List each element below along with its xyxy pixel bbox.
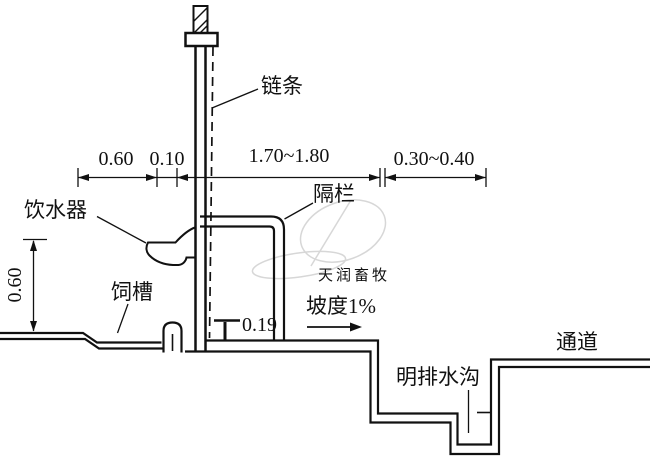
- slope-label: 坡度1%: [306, 294, 376, 318]
- dim-drinker-height: 0.60: [4, 268, 26, 303]
- dim-post-width: 0.10: [150, 148, 185, 170]
- partition-outer-line: [200, 215, 286, 340]
- chain-dashed-line: [208, 46, 214, 339]
- dim-arrowheads: [78, 174, 486, 181]
- vdim-arrowheads: [30, 240, 37, 332]
- watermark-ellipse-large: [299, 199, 387, 263]
- stall-post: [194, 46, 207, 351]
- horizontal-dimension: [77, 168, 487, 187]
- watermark-text: 天润畜牧: [318, 267, 390, 284]
- dim-front-walk-width: 0.60: [99, 148, 134, 170]
- drain-label: 明排水沟: [396, 365, 480, 389]
- ceiling-anchor: [184, 5, 219, 48]
- trough-label: 饲槽: [111, 280, 153, 304]
- partition-inner-line: [200, 225, 276, 340]
- partition-leader: [284, 202, 314, 220]
- dim-stall-length: 1.70~1.80: [249, 145, 330, 167]
- slope-arrow: [307, 322, 362, 332]
- feed-floor-bottom-line: [0, 337, 163, 350]
- stall-floor-profile: [185, 339, 650, 456]
- slope-arrow-head: [350, 322, 362, 332]
- feed-side-floor: [0, 331, 163, 350]
- partition-label: 隔栏: [313, 182, 355, 206]
- floor-surface-line: [206, 339, 650, 446]
- curb-stub: [214, 319, 240, 341]
- curb-dome: [162, 321, 183, 353]
- leader-lines: [96, 88, 470, 433]
- watermark-ellipse-swoosh: [251, 250, 347, 280]
- dim-rear-width: 0.30~0.40: [394, 148, 475, 170]
- vertical-dimension: [23, 238, 47, 332]
- drinker-bowl: [145, 226, 196, 266]
- passage-label: 通道: [556, 330, 598, 354]
- trough-curb: [162, 321, 183, 353]
- dim-curb-height: 0.19: [242, 314, 277, 336]
- drinker-leader: [96, 215, 147, 244]
- feed-floor-top-line: [0, 331, 162, 344]
- trough-leader: [116, 303, 129, 334]
- chain-label: 链条: [261, 74, 303, 98]
- watermark-logo: [251, 199, 387, 280]
- watermark-stem: [310, 199, 352, 267]
- drinker-label: 饮水器: [24, 198, 87, 222]
- partition-rail: [200, 215, 286, 340]
- floor-underside-line: [185, 350, 650, 456]
- anchor-flange: [184, 31, 219, 48]
- chain-leader: [211, 88, 259, 109]
